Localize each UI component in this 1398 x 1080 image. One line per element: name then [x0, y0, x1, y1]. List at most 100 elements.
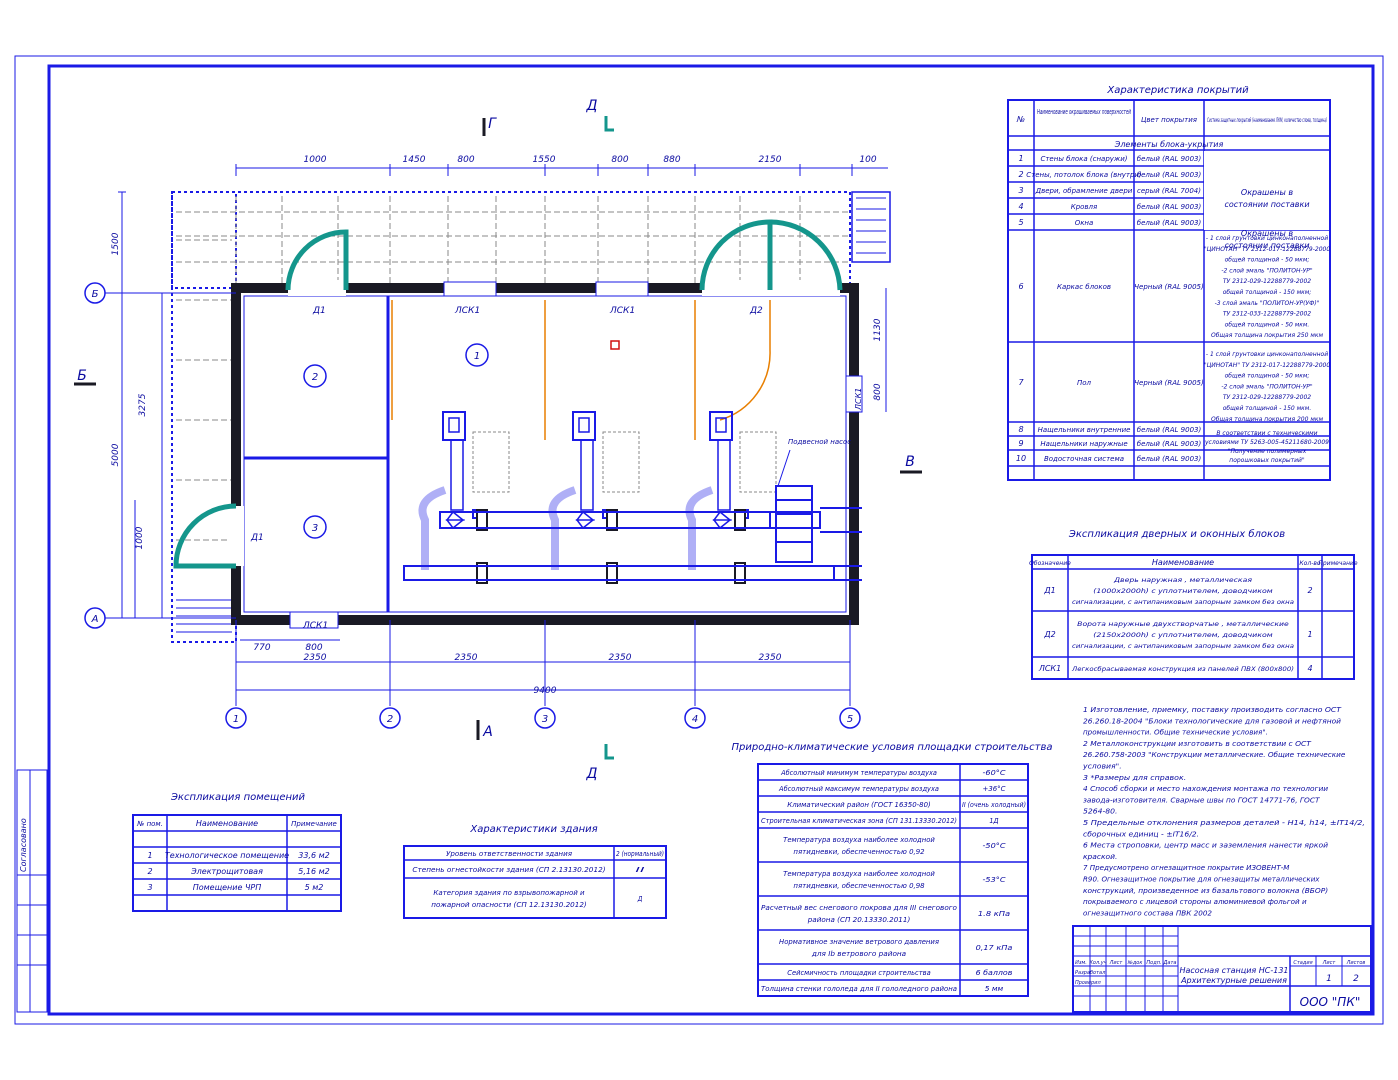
coating-row-name: Двери, обрамление двери — [1035, 187, 1133, 195]
climate-param: Температура воздуха наиболее холодной — [783, 836, 935, 844]
coating-row-name: Кровля — [1071, 203, 1098, 211]
gate-valve-icon — [476, 509, 488, 531]
stamp-head-3: №док — [1127, 960, 1143, 966]
sys6-line: общей толщиной - 50 мкм; — [1225, 257, 1310, 264]
building-title: Характеристики здания — [469, 824, 597, 835]
door-d1-top — [285, 229, 349, 291]
gate-valve-icon — [606, 562, 618, 584]
coating-row-color: Черный (RAL 9005) — [1134, 379, 1204, 387]
room-area: 5,16 м2 — [298, 867, 329, 876]
cabinet — [602, 431, 640, 493]
sys7-line: общей толщиной - 150 мкм. — [1223, 405, 1312, 412]
dim-top-5: 880 — [663, 155, 680, 165]
coating-row-num: 5 — [1018, 218, 1023, 227]
climate-param: Расчетный вес снегового покрова для III … — [761, 904, 957, 912]
opening-lsk-bottom — [289, 611, 339, 629]
pump-head — [578, 417, 590, 433]
doors-title: Экспликация дверных и оконных блоков — [1068, 528, 1285, 540]
section-arrow — [604, 744, 614, 760]
stamp-sheets: 2 — [1353, 974, 1359, 984]
dim-bottom-0: 2350 — [304, 653, 327, 663]
pump-motor — [442, 411, 466, 441]
climate-param: для Ib ветрового района — [811, 950, 906, 958]
left-canopy — [171, 191, 237, 643]
right-stair — [851, 191, 891, 263]
climate-value: 6 баллов — [976, 969, 1013, 977]
axis-col-label: 2 — [387, 714, 393, 725]
margin-approved: Согласовано — [19, 818, 28, 872]
sys6-line: ТУ 2312-029-12288779-2002 — [1223, 278, 1311, 285]
note-line: R90. Огнезащитное покрытие для огнезащит… — [1083, 876, 1320, 884]
coating-row-name: Водосточная система — [1044, 455, 1124, 463]
door-qty: 4 — [1307, 664, 1312, 673]
climate-value: -50°С — [983, 842, 1006, 850]
dim-right-800: 800 — [873, 383, 883, 400]
pipelines — [403, 507, 862, 581]
coating-row-num: 7 — [1018, 378, 1024, 387]
coating-row-color: белый (RAL 9003) — [1137, 155, 1202, 163]
climate-value: -53°С — [983, 876, 1006, 884]
climate-title: Природно-климатические условия площадки … — [731, 742, 1052, 753]
climate-param: Абсолютный максимум температуры воздуха — [778, 785, 939, 793]
door-desc: сигнализации, с антипаниковым запорным з… — [1072, 598, 1294, 606]
section-left-b: Б — [77, 368, 87, 384]
room-area: 33,6 м2 — [298, 851, 329, 860]
sys7-line: - 1 слой грунтовки цинконаполненной — [1206, 351, 1328, 358]
note-line: завода-изготовителя. Сварные швы по ГОСТ… — [1083, 796, 1320, 804]
building-value: Д — [637, 895, 643, 903]
building-value: II — [635, 866, 644, 874]
pump-units — [418, 411, 777, 584]
coating-row-name: Нащельники внутренние — [1038, 426, 1131, 434]
coating-row-num: 8 — [1018, 425, 1023, 434]
door-desc: (2150х2000h) с уплотнителем, доводчиком — [1093, 631, 1273, 639]
svg-text:2: 2 — [312, 372, 318, 383]
section-right-v: В — [905, 454, 915, 470]
section-arrow — [604, 116, 614, 132]
label-d1-top: Д1 — [312, 306, 326, 316]
coatings-title: Характеристика покрытий — [1106, 85, 1249, 96]
stamp-head-4: Подп. — [1146, 960, 1161, 966]
sys6-line: "ЦИНОТАН" ТУ 2312-017-12288779-2000 — [1204, 246, 1331, 253]
sys7-line: "ЦИНОТАН" ТУ 2312-017-12288779-2000 — [1204, 362, 1331, 369]
label-d2: Д2 — [749, 306, 763, 316]
doors-h2: Кол-во — [1299, 560, 1320, 567]
gate-valve-icon — [476, 562, 488, 584]
climate-value: 1.8 кПа — [978, 910, 1010, 918]
pipe-note: Подвесной насос — [788, 438, 851, 446]
coating-row-color: Черный (RAL 9005) — [1134, 283, 1204, 291]
climate-param: Нормативное значение ветрового давления — [779, 938, 939, 946]
climate-param: Толщина стенки гололеда для II гололедно… — [761, 985, 957, 993]
doors-h0: Обозначение — [1029, 560, 1071, 567]
door-desc: Дверь наружная , металлическая — [1113, 576, 1252, 584]
sys8-line: "Получение полимерных — [1228, 448, 1307, 455]
gate-valve-icon — [606, 509, 618, 531]
coating-row-color: белый (RAL 9003) — [1137, 203, 1202, 211]
climate-param: Температура воздуха наиболее холодной — [783, 870, 935, 878]
inner-frame — [47, 64, 1375, 1016]
valve-icon — [445, 510, 466, 530]
sys8-line: условиями ТУ 5263-005-45211680-2009 — [1204, 439, 1329, 446]
doors-h3: Примечание — [1318, 560, 1357, 567]
table-frame — [1031, 554, 1355, 680]
valve-icon — [575, 510, 596, 530]
dim-800: 800 — [305, 643, 322, 653]
coating-row-name: Стены блока (снаружи) — [1040, 155, 1127, 163]
sys7-line: Общая толщина покрытия 200 мкм — [1211, 416, 1324, 423]
climate-param: района (СП 20.13330.2011) — [807, 916, 911, 924]
climate-param: Климатический район (ГОСТ 16350-80) — [787, 801, 931, 809]
door-d2-right — [769, 219, 843, 291]
rooms-title: Экспликация помещений — [170, 792, 306, 803]
building-value: 2 (нормальный) — [616, 850, 664, 858]
dim-left-1500: 1500 — [111, 232, 121, 255]
stamp-company: ООО "ПК" — [1300, 995, 1361, 1009]
room-name: Технологическое помещение — [165, 851, 289, 860]
coating-row-name: Окна — [1075, 219, 1094, 227]
axis-bubble — [84, 607, 106, 629]
room-name: Помещение ЧРП — [193, 883, 262, 892]
gate-valve-icon — [734, 562, 746, 584]
climate-param: пятидневки, обеспеченностью 0,92 — [793, 848, 925, 856]
door-qty: 2 — [1307, 586, 1312, 595]
valve-icon — [712, 510, 733, 530]
